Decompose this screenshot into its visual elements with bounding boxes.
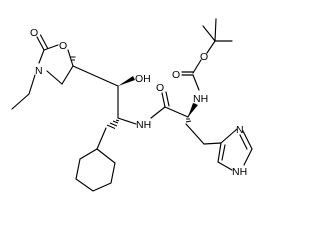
bond-alpha-ch2 — [185, 123, 205, 145]
bond-n3-ethyl-ch2 — [28, 74, 36, 95]
bond-im-n1-c5 — [217, 161, 233, 171]
atom-amide-nh: NH — [136, 119, 151, 131]
bond-ethyl-ch2-ch3 — [11, 93, 30, 110]
bond-n3-c4 — [46, 70, 63, 85]
wedge-alpha-nh — [188, 103, 198, 117]
bond-carbamate-c-o — [192, 59, 202, 74]
bond-im-c4-n3 — [220, 128, 238, 144]
atom-labels: O O N OH NH O NH O O N NH — [30, 27, 247, 178]
bond-c2-o1 — [43, 44, 59, 51]
bond-o-tbu — [206, 40, 216, 54]
bond-amide-co-b — [165, 91, 170, 107]
cyclohexane-ring — [75, 148, 116, 192]
bond-amide-co-a — [161, 92, 166, 108]
atom-carbamate-carbonyl-o: O — [172, 69, 180, 81]
bond-c5-o1 — [67, 49, 74, 67]
hash-alpha-ch2 — [185, 118, 192, 123]
atom-oxazolidinone-carbonyl-o: O — [30, 27, 38, 39]
bond-chnh-nh — [117, 117, 137, 125]
bond-c5-choh — [72, 65, 119, 87]
atom-oxazolidinone-ring-o: O — [59, 40, 67, 52]
stereo-bonds — [70, 56, 198, 129]
atom-amide-o: O — [156, 82, 164, 94]
bond-ch2-imidazole — [203, 142, 222, 145]
bond-im-n3-c2 — [242, 130, 253, 150]
atom-carbamate-nh: NH — [193, 93, 208, 105]
bond-c2-o-double-b — [39, 34, 49, 49]
bond-tbu-me1 — [202, 25, 216, 42]
bond-c2-o-double-a — [36, 36, 45, 51]
bond-nh-amide-c — [150, 106, 166, 119]
atom-imidazole-n: N — [236, 124, 244, 136]
bond-c4-c5 — [61, 65, 74, 85]
bond-im-c4-c5 — [217, 142, 222, 163]
bond-ch2-cyclohexyl — [96, 127, 107, 150]
bond-im-n3-c2-inner — [239, 134, 248, 150]
bond-nh-carbamate-c — [192, 74, 200, 91]
atom-hydroxyl: OH — [135, 73, 151, 85]
chemical-structure-diagram: O O N OH NH O NH O O N NH — [11, 18, 253, 192]
bond-amide-c-alpha — [164, 106, 189, 118]
hash-chnh-ch2 — [106, 119, 120, 129]
bond-im-c4-c5-inner — [221, 144, 226, 161]
atom-imidazole-nh: NH — [232, 166, 247, 178]
bond-lines — [11, 18, 253, 192]
wedge-choh-oh — [118, 76, 135, 86]
atom-oxazolidinone-n: N — [35, 65, 43, 77]
bond-im-c2-n1 — [243, 148, 253, 166]
bond-c2-n3 — [38, 49, 45, 64]
atom-carbamate-ester-o: O — [200, 51, 208, 63]
bond-tbu-me3 — [214, 18, 217, 42]
